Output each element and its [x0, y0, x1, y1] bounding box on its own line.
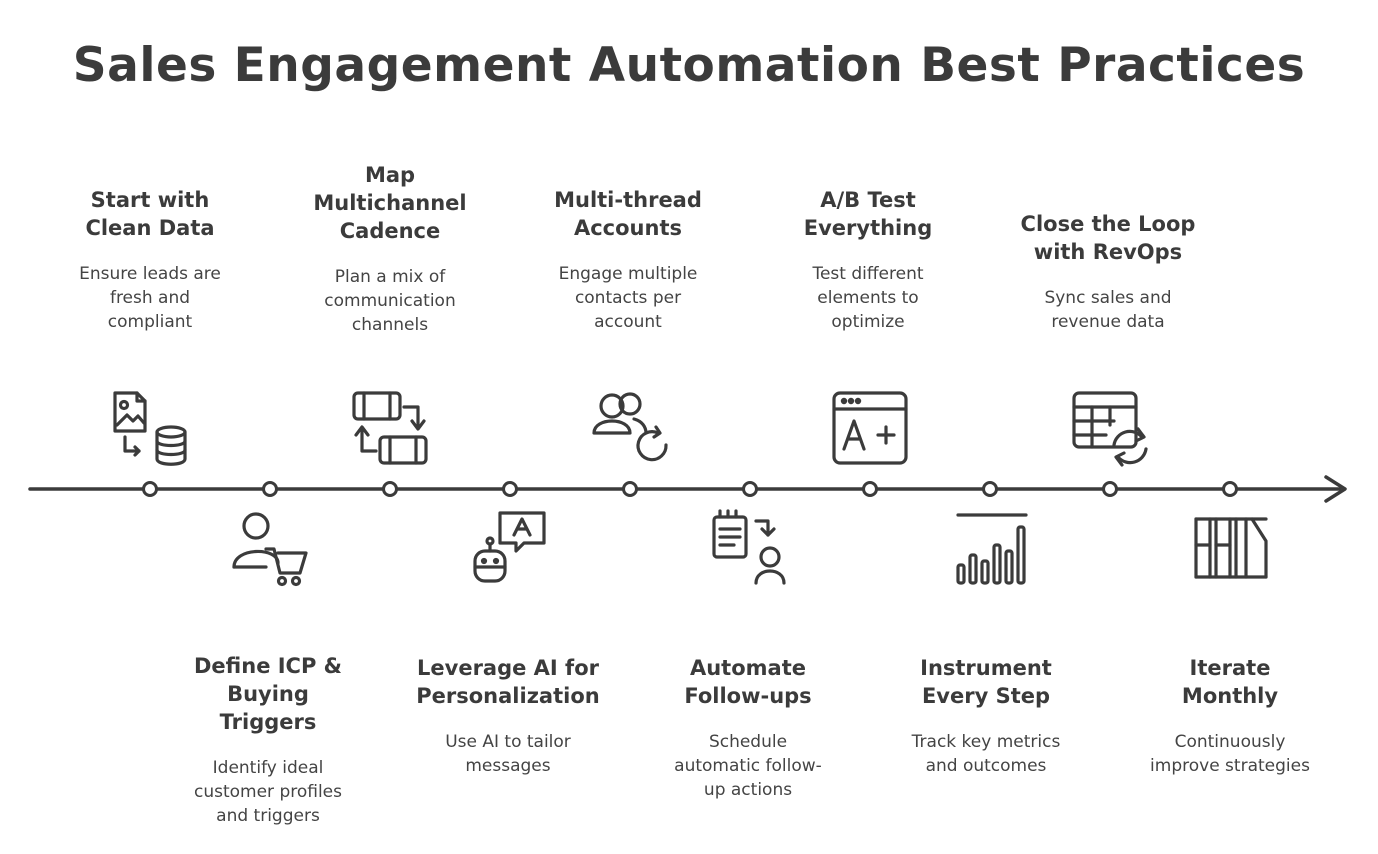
- step-iterate: Iterate Monthly Continuously improve str…: [1120, 654, 1340, 778]
- step-ai-personalization: Leverage AI for Personalization Use AI t…: [398, 654, 618, 778]
- user-cart-icon: [226, 505, 316, 595]
- step-description: Schedule automatic follow- up actions: [674, 732, 822, 800]
- step-heading: Multi-thread Accounts: [554, 188, 702, 240]
- timeline-arrowhead: [1324, 475, 1347, 503]
- table-sync-icon: [1066, 385, 1156, 475]
- timeline-node-2: [262, 481, 278, 497]
- step-description: Sync sales and revenue data: [1044, 288, 1172, 332]
- image-database-icon: [105, 385, 195, 475]
- step-revops: Close the Loop with RevOps Sync sales an…: [998, 210, 1218, 334]
- step-heading: Close the Loop with RevOps: [1020, 212, 1196, 264]
- timeline-node-6: [742, 481, 758, 497]
- step-heading: Define ICP & Buying Triggers: [194, 654, 342, 734]
- step-icp: Define ICP & Buying Triggers Identify id…: [158, 652, 378, 828]
- step-description: Ensure leads are fresh and compliant: [79, 264, 221, 332]
- step-description: Test different elements to optimize: [812, 264, 924, 332]
- step-heading: A/B Test Everything: [803, 188, 933, 240]
- step-follow-ups: Automate Follow-ups Schedule automatic f…: [638, 654, 858, 802]
- timeline-node-7: [862, 481, 878, 497]
- step-clean-data: Start with Clean Data Ensure leads are f…: [40, 186, 260, 334]
- step-ab-test: A/B Test Everything Test different eleme…: [758, 186, 978, 334]
- timeline-node-10: [1222, 481, 1238, 497]
- browser-grade-icon: [826, 385, 916, 475]
- timeline-node-1: [142, 481, 158, 497]
- step-multichannel: Map Multichannel Cadence Plan a mix of c…: [280, 161, 500, 337]
- step-instrument: Instrument Every Step Track key metrics …: [876, 654, 1096, 778]
- exchange-icon: [346, 385, 436, 475]
- timeline-node-9: [1102, 481, 1118, 497]
- step-heading: Leverage AI for Personalization: [416, 656, 600, 708]
- step-heading: Map Multichannel Cadence: [313, 163, 467, 243]
- step-heading: Start with Clean Data: [85, 188, 215, 240]
- timeline-node-8: [982, 481, 998, 497]
- bar-chart-icon: [946, 505, 1036, 595]
- step-description: Identify ideal customer profiles and tri…: [193, 758, 342, 826]
- step-description: Continuously improve strategies: [1150, 732, 1310, 776]
- step-heading: Iterate Monthly: [1181, 656, 1279, 708]
- step-heading: Automate Follow-ups: [684, 656, 812, 708]
- clipboard-user-icon: [706, 505, 796, 595]
- timeline-node-5: [622, 481, 638, 497]
- step-multithread: Multi-thread Accounts Engage multiple co…: [518, 186, 738, 334]
- users-refresh-icon: [586, 385, 676, 475]
- books-icon: [1186, 505, 1276, 595]
- step-description: Plan a mix of communication channels: [324, 267, 456, 335]
- step-description: Engage multiple contacts per account: [558, 264, 698, 332]
- page-title: Sales Engagement Automation Best Practic…: [72, 38, 1306, 93]
- timeline-axis: [28, 486, 1342, 492]
- timeline-node-4: [502, 481, 518, 497]
- step-description: Track key metrics and outcomes: [911, 732, 1061, 776]
- robot-chat-icon: [466, 505, 556, 595]
- timeline-node-3: [382, 481, 398, 497]
- step-heading: Instrument Every Step: [920, 656, 1052, 708]
- step-description: Use AI to tailor messages: [445, 732, 571, 776]
